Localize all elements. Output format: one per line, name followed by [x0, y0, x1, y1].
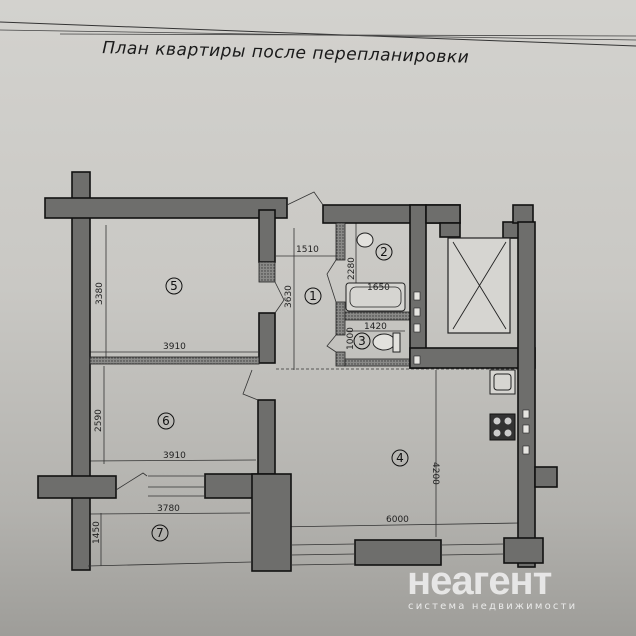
room-number-6: 6 — [162, 414, 170, 428]
partition-room5-door — [258, 261, 276, 283]
dimension-lines — [87, 222, 521, 566]
partition-room5-room6 — [89, 356, 260, 365]
wall-room5-right-upper — [258, 209, 276, 263]
wall-top-left — [44, 197, 288, 219]
room-number-5: 5 — [170, 279, 178, 293]
wall-right — [517, 221, 536, 568]
dim-wc-width: 1420 — [364, 322, 387, 332]
room-number-2: 2 — [380, 245, 388, 259]
room-number-7: 7 — [156, 526, 164, 540]
partition-wc-lower — [335, 351, 346, 367]
wall-shaft-top — [425, 204, 461, 224]
dim-kitchen-width: 6000 — [386, 515, 409, 525]
wall-kitchen-bottom — [354, 539, 442, 566]
dim-room5-height: 3380 — [95, 282, 105, 305]
dim-balcony-height: 1450 — [92, 521, 102, 544]
dim-kitchen-height: 4200 — [430, 462, 440, 485]
watermark-logo: неагент система недвижимости — [407, 559, 577, 612]
dim-wc-height: 1000 — [346, 327, 356, 350]
vent-ducts — [413, 291, 530, 455]
sheet-frame-lines — [0, 21, 636, 47]
dim-room5-width: 3910 — [163, 342, 186, 352]
dim-hall-height: 3630 — [284, 285, 294, 308]
washbasin-icon — [356, 232, 374, 248]
partition-bath-wc — [344, 311, 411, 321]
wall-right-bottom — [503, 537, 544, 564]
partition-bath-lower — [335, 301, 346, 336]
dim-bath-height: 2280 — [347, 257, 357, 280]
wall-left-stub-lower — [37, 475, 117, 499]
walls — [37, 171, 558, 572]
wall-right-stub-lower — [534, 466, 558, 488]
wall-kitchen-top — [409, 347, 536, 369]
toilet-icon — [372, 333, 396, 351]
room-labels: 1 2 3 4 5 6 7 — [151, 243, 409, 542]
dim-bath-width: 1650 — [367, 283, 390, 293]
plan-title: План квартиры после перепланировки — [102, 38, 470, 68]
dimension-labels: 3380 3910 3630 1510 2280 1650 1420 1000 … — [92, 245, 440, 544]
bathtub-icon — [345, 282, 406, 312]
room-number-1: 1 — [309, 289, 317, 303]
watermark-tagline: система недвижимости — [408, 601, 577, 612]
room-number-4: 4 — [396, 451, 404, 465]
wall-right-stub — [512, 204, 534, 224]
room-number-3: 3 — [358, 334, 366, 348]
wall-shaft-corner — [439, 222, 461, 238]
dim-balcony-width: 3780 — [157, 504, 180, 514]
wall-left — [71, 171, 91, 571]
partition-wc-bottom — [344, 358, 411, 367]
dim-room6-height: 2590 — [94, 409, 104, 432]
wall-bath-right — [409, 204, 427, 369]
dim-hall-width: 1510 — [296, 245, 319, 255]
wall-room6-right — [257, 399, 276, 476]
dim-room6-width: 3910 — [163, 451, 186, 461]
stove-icon — [489, 413, 516, 441]
partition-bath-upper — [335, 222, 346, 261]
watermark-brand: неагент — [407, 559, 552, 603]
wall-room5-right-lower — [258, 312, 276, 364]
wall-kitchen-left — [251, 473, 292, 572]
